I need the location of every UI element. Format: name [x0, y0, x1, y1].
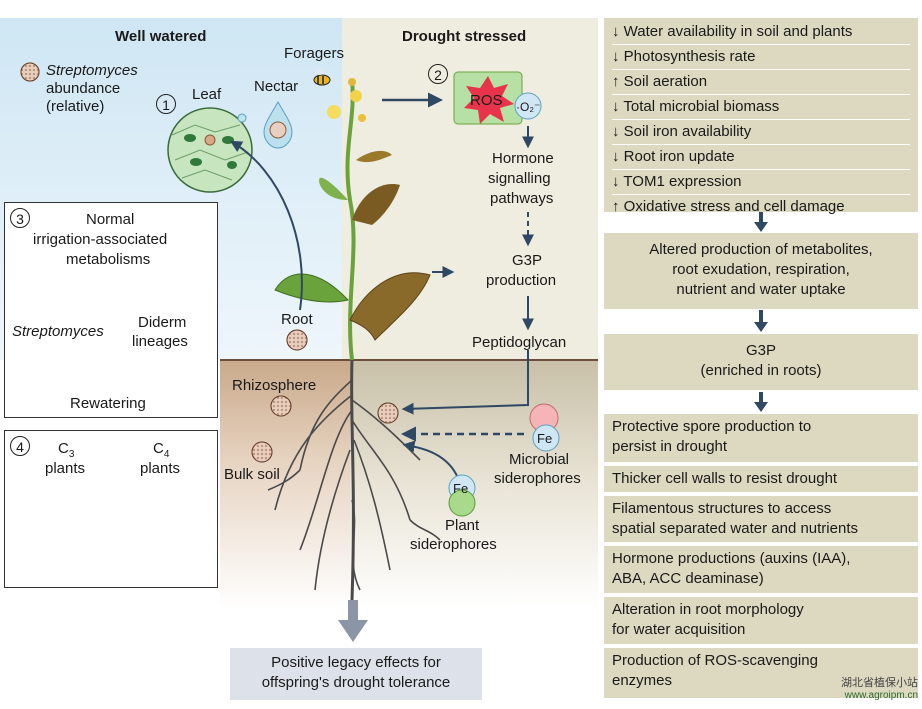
effects-box: ↓ Water availability in soil and plants↓…	[604, 18, 918, 215]
o2-circle	[514, 92, 542, 120]
label-hormone-3: pathways	[490, 190, 554, 207]
panel3-rewatering: Rewatering	[70, 395, 146, 412]
effect-item: ↓ Photosynthesis rate	[612, 45, 910, 70]
root-system	[267, 359, 441, 601]
label-root: Root	[281, 311, 313, 328]
panel3-irrigation: irrigation-associated	[33, 231, 168, 248]
g3p-box: G3P (enriched in roots)	[604, 334, 918, 390]
g3p-line-1: G3P	[745, 342, 776, 359]
altered-line-2: root exudation, respiration,	[672, 261, 850, 278]
effect-item: ↓ Water availability in soil and plants	[612, 20, 910, 45]
response-box: Production of ROS-scavenging enzymes	[604, 648, 918, 698]
response-box: Hormone productions (auxins (IAA), ABA, A…	[604, 546, 918, 593]
arrow-peptidoglycan-to-root	[401, 350, 529, 415]
label-bulk-soil: Bulk soil	[224, 466, 280, 483]
response-box: Filamentous structures to access spatial …	[604, 496, 918, 542]
streptomyces-dots	[20, 62, 399, 463]
right-column-arrows	[754, 212, 768, 412]
response-line: spatial separated water and nutrients	[612, 520, 858, 537]
effect-item: ↓ Soil iron availability	[612, 120, 910, 145]
response-line: Thicker cell walls to resist drought	[612, 470, 838, 487]
legend-relative: (relative)	[46, 98, 105, 115]
response-line: Filamentous structures to access	[612, 500, 832, 517]
label-microbial-2: siderophores	[494, 470, 581, 487]
label-fe-microbial: Fe	[537, 431, 553, 446]
panel4-c4: C4	[153, 440, 170, 460]
response-box: Protective spore production to persist in…	[604, 414, 918, 462]
response-line: enzymes	[612, 672, 673, 689]
label-leaf: Leaf	[192, 86, 222, 103]
panel3-lineages: lineages	[132, 333, 188, 350]
wilted-leaf	[349, 272, 431, 341]
effect-item: ↓ Root iron update	[612, 145, 910, 170]
response-line: Protective spore production to	[612, 418, 812, 435]
label-nectar: Nectar	[254, 78, 299, 95]
panel3-metabolisms: metabolisms	[66, 251, 151, 268]
label-peptidoglycan: Peptidoglycan	[472, 334, 567, 351]
label-fe-plant: Fe	[453, 481, 469, 496]
label-microbial-1: Microbial	[509, 451, 570, 468]
response-line: for water acquisition	[612, 621, 746, 638]
panel3-diderm: Diderm	[138, 314, 187, 331]
effect-item: ↑ Oxidative stress and cell damage	[612, 198, 845, 215]
arrow-root-to-leaf	[229, 140, 303, 311]
altered-box: Altered production of metabolites, root …	[604, 233, 918, 309]
header-well-watered: Well watered	[115, 28, 207, 45]
label-plant-2: siderophores	[410, 536, 497, 553]
panel3-normal: Normal	[86, 211, 135, 228]
response-line: Hormone productions (auxins (IAA),	[612, 550, 851, 567]
legacy-box: Positive legacy effects for offspring's …	[230, 648, 482, 700]
number-2: 2	[428, 64, 448, 84]
flowers	[327, 78, 366, 122]
legend-streptomyces: Streptomyces	[46, 62, 138, 79]
label-g3p-production: production	[486, 272, 557, 289]
leaf-magnified	[167, 107, 253, 193]
header-drought-stressed: Drought stressed	[402, 28, 527, 45]
panel4-c3: C3	[58, 440, 75, 460]
panel-3-irrigation	[4, 202, 218, 418]
response-box: Alteration in root morphology for water a…	[604, 597, 918, 644]
number-4: 4	[10, 436, 30, 456]
label-plant-1: Plant	[445, 517, 480, 534]
altered-line-3: nutrient and water uptake	[676, 281, 846, 298]
response-line: Production of ROS-scavenging	[612, 652, 818, 669]
label-hormone-2: signalling	[488, 170, 551, 187]
watermark: 湖北省植保小站 www.agroipm.cn	[818, 674, 918, 701]
number-3: 3	[10, 208, 30, 228]
legacy-line-2: offspring's drought tolerance	[261, 674, 451, 691]
label-o2: ·O₂⁻	[516, 100, 541, 114]
label-g3p: G3P	[512, 252, 543, 269]
label-ros: ROS	[470, 92, 503, 109]
response-line: ABA, ACC deaminase)	[612, 570, 764, 587]
legacy-line-1: Positive legacy effects for	[271, 654, 441, 671]
watermark-text: 湖北省植保小站	[841, 676, 918, 689]
legend-abundance: abundance	[46, 80, 121, 97]
watermark-url: www.agroipm.cn	[844, 690, 918, 701]
wilted-leaf-2	[352, 184, 400, 225]
effect-item: ↑ Soil aeration	[612, 70, 910, 95]
panel-4-c3-c4	[4, 430, 218, 588]
green-leaf	[274, 273, 349, 303]
number-1: 1	[156, 94, 176, 114]
arrow-plant-siderophore-to-root	[402, 440, 459, 479]
panel4-c4-plants: plants	[140, 460, 181, 477]
arrow-to-legacy	[338, 600, 368, 642]
panel3-streptomyces: Streptomyces	[12, 323, 104, 340]
label-rhizosphere: Rhizosphere	[232, 377, 317, 394]
panel4-c3-plants: plants	[45, 460, 86, 477]
plant-siderophore-icon	[448, 474, 476, 517]
plant-stem	[345, 79, 356, 361]
effect-item: ↓ Total microbial biomass	[612, 95, 910, 120]
label-hormone-1: Hormone	[492, 150, 554, 167]
response-box: Thicker cell walls to resist drought	[604, 466, 918, 492]
microbial-siderophore-icon	[529, 403, 560, 452]
response-line: Alteration in root morphology	[612, 601, 804, 618]
label-foragers: Foragers	[284, 45, 345, 62]
g3p-line-2: (enriched in roots)	[700, 362, 822, 379]
altered-line-1: Altered production of metabolites,	[649, 241, 873, 258]
response-line: persist in drought	[612, 438, 728, 455]
effect-item: ↓ TOM1 expression	[612, 170, 910, 195]
bee-icon	[313, 69, 331, 86]
